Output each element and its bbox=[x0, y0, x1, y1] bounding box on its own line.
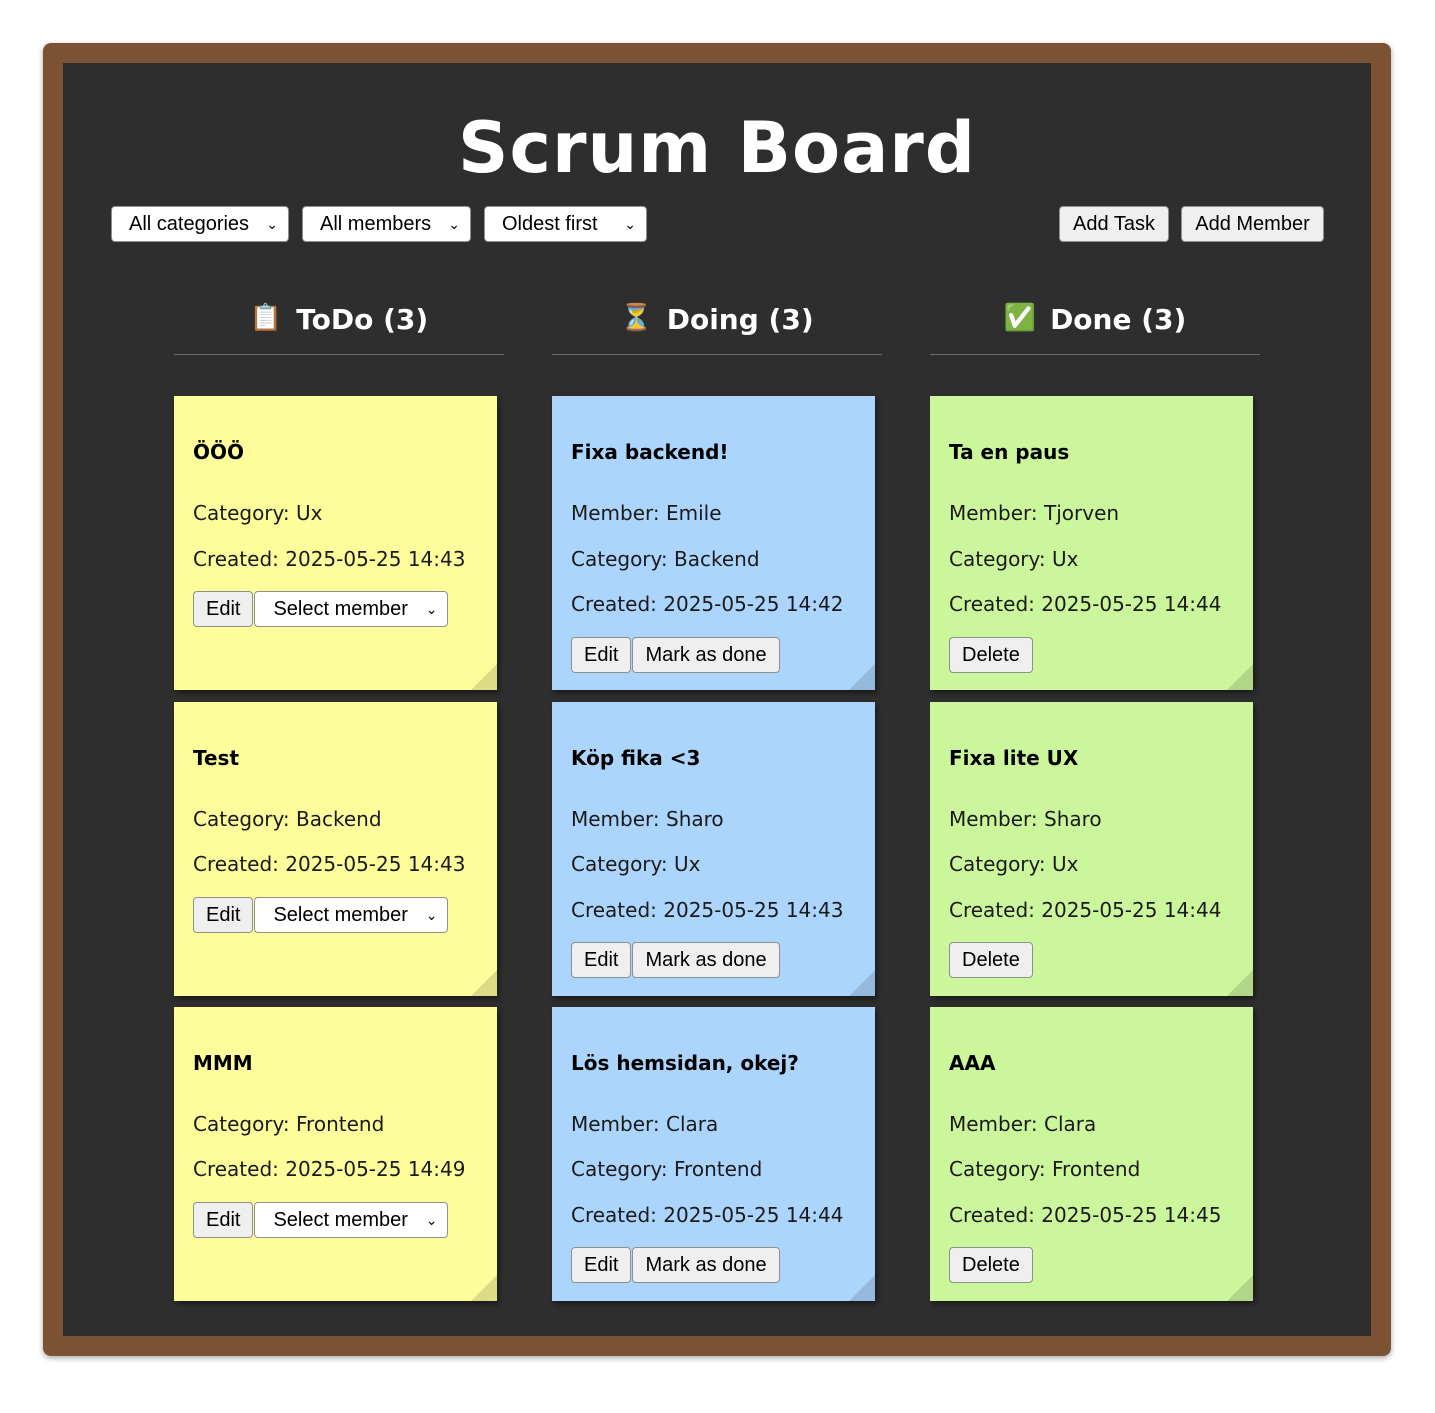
task-card-todo: Test Category: Backend Created: 2025-05-… bbox=[174, 702, 497, 996]
mark-as-done-button[interactable]: Mark as done bbox=[632, 1247, 780, 1283]
task-card-done: AAA Member: Clara Category: Frontend Cre… bbox=[930, 1007, 1253, 1301]
clipboard-icon: 📋 bbox=[249, 303, 283, 333]
chevron-down-icon: ⌄ bbox=[266, 215, 278, 232]
task-title: AAA bbox=[949, 1051, 996, 1075]
task-member: Member: Emile bbox=[571, 501, 722, 525]
task-title: Fixa backend! bbox=[571, 440, 729, 464]
task-created: Created: 2025-05-25 14:43 bbox=[193, 852, 466, 876]
task-card-done: Ta en paus Member: Tjorven Category: Ux … bbox=[930, 396, 1253, 690]
edit-button[interactable]: Edit bbox=[193, 897, 254, 933]
task-title: MMM bbox=[193, 1051, 253, 1075]
task-category: Category: Frontend bbox=[571, 1157, 763, 1181]
board-frame: Scrum Board All categories ⌄ All members… bbox=[43, 43, 1391, 1356]
member-filter-value: All members bbox=[320, 212, 432, 235]
task-actions: Edit Mark as done bbox=[571, 1247, 781, 1283]
edit-button[interactable]: Edit bbox=[571, 637, 632, 673]
check-mark-icon: ✅ bbox=[1003, 303, 1037, 333]
add-member-button[interactable]: Add Member bbox=[1181, 206, 1324, 242]
task-card-doing: Köp fika <3 Member: Sharo Category: Ux C… bbox=[552, 702, 875, 996]
task-created: Created: 2025-05-25 14:44 bbox=[571, 1203, 844, 1227]
assign-member-select[interactable]: Select member ⌄ bbox=[254, 1202, 449, 1238]
task-member: Member: Sharo bbox=[949, 807, 1102, 831]
column-title-todo: ToDo (3) bbox=[296, 303, 429, 336]
task-category: Category: Ux bbox=[949, 547, 1079, 571]
task-card-doing: Fixa backend! Member: Emile Category: Ba… bbox=[552, 396, 875, 690]
task-member: Member: Sharo bbox=[571, 807, 724, 831]
task-actions: Edit Select member ⌄ bbox=[193, 897, 449, 933]
delete-button[interactable]: Delete bbox=[949, 942, 1033, 978]
task-card-doing: Lös hemsidan, okej? Member: Clara Catego… bbox=[552, 1007, 875, 1301]
edit-button[interactable]: Edit bbox=[193, 591, 254, 627]
sort-select[interactable]: Oldest first ⌄ bbox=[484, 206, 647, 242]
task-actions: Delete bbox=[949, 942, 1034, 978]
chevron-down-icon: ⌄ bbox=[448, 215, 460, 232]
task-created: Created: 2025-05-25 14:44 bbox=[949, 592, 1222, 616]
task-category: Category: Backend bbox=[193, 807, 382, 831]
mark-as-done-button[interactable]: Mark as done bbox=[632, 942, 780, 978]
assign-member-select[interactable]: Select member ⌄ bbox=[254, 897, 449, 933]
column-header-todo: 📋 ToDo (3) bbox=[174, 303, 504, 355]
assign-member-select[interactable]: Select member ⌄ bbox=[254, 591, 449, 627]
delete-button[interactable]: Delete bbox=[949, 637, 1033, 673]
sort-value: Oldest first bbox=[502, 212, 598, 235]
task-actions: Edit Select member ⌄ bbox=[193, 591, 449, 627]
task-title: Ta en paus bbox=[949, 440, 1070, 464]
assign-member-value: Select member bbox=[273, 597, 408, 620]
task-created: Created: 2025-05-25 14:42 bbox=[571, 592, 844, 616]
task-member: Member: Clara bbox=[949, 1112, 1097, 1136]
page-title: Scrum Board bbox=[458, 107, 976, 189]
column-header-doing: ⏳ Doing (3) bbox=[552, 303, 882, 355]
task-created: Created: 2025-05-25 14:43 bbox=[193, 547, 466, 571]
task-member: Member: Tjorven bbox=[949, 501, 1120, 525]
edit-button[interactable]: Edit bbox=[193, 1202, 254, 1238]
chevron-down-icon: ⌄ bbox=[425, 906, 438, 923]
task-member: Member: Clara bbox=[571, 1112, 719, 1136]
column-title-doing: Doing (3) bbox=[666, 303, 814, 336]
task-category: Category: Ux bbox=[571, 852, 701, 876]
task-actions: Edit Mark as done bbox=[571, 942, 781, 978]
task-category: Category: Ux bbox=[949, 852, 1079, 876]
column-header-done: ✅ Done (3) bbox=[930, 303, 1260, 355]
task-created: Created: 2025-05-25 14:43 bbox=[571, 898, 844, 922]
task-created: Created: 2025-05-25 14:49 bbox=[193, 1157, 466, 1181]
hourglass-icon: ⏳ bbox=[620, 303, 653, 333]
task-actions: Delete bbox=[949, 637, 1034, 673]
assign-member-value: Select member bbox=[273, 1208, 408, 1231]
task-category: Category: Ux bbox=[193, 501, 323, 525]
task-created: Created: 2025-05-25 14:45 bbox=[949, 1203, 1222, 1227]
task-card-todo: ÖÖÖ Category: Ux Created: 2025-05-25 14:… bbox=[174, 396, 497, 690]
task-title: Köp fika <3 bbox=[571, 746, 701, 770]
chevron-down-icon: ⌄ bbox=[425, 600, 438, 617]
category-filter-select[interactable]: All categories ⌄ bbox=[111, 206, 289, 242]
task-card-done: Fixa lite UX Member: Sharo Category: Ux … bbox=[930, 702, 1253, 996]
task-title: Test bbox=[193, 746, 240, 770]
category-filter-value: All categories bbox=[129, 212, 250, 235]
member-filter-select[interactable]: All members ⌄ bbox=[302, 206, 471, 242]
task-actions: Edit Mark as done bbox=[571, 637, 781, 673]
chevron-down-icon: ⌄ bbox=[624, 215, 636, 232]
task-category: Category: Backend bbox=[571, 547, 760, 571]
task-card-todo: MMM Category: Frontend Created: 2025-05-… bbox=[174, 1007, 497, 1301]
delete-button[interactable]: Delete bbox=[949, 1247, 1033, 1283]
task-title: ÖÖÖ bbox=[193, 440, 245, 464]
task-actions: Delete bbox=[949, 1247, 1034, 1283]
mark-as-done-button[interactable]: Mark as done bbox=[632, 637, 780, 673]
task-actions: Edit Select member ⌄ bbox=[193, 1202, 449, 1238]
task-title: Fixa lite UX bbox=[949, 746, 1079, 770]
assign-member-value: Select member bbox=[273, 903, 408, 926]
task-created: Created: 2025-05-25 14:44 bbox=[949, 898, 1222, 922]
add-task-button[interactable]: Add Task bbox=[1059, 206, 1169, 242]
task-category: Category: Frontend bbox=[949, 1157, 1141, 1181]
column-title-done: Done (3) bbox=[1050, 303, 1187, 336]
board: Scrum Board All categories ⌄ All members… bbox=[63, 63, 1371, 1336]
chevron-down-icon: ⌄ bbox=[425, 1211, 438, 1228]
task-category: Category: Frontend bbox=[193, 1112, 385, 1136]
task-title: Lös hemsidan, okej? bbox=[571, 1051, 799, 1075]
edit-button[interactable]: Edit bbox=[571, 1247, 632, 1283]
edit-button[interactable]: Edit bbox=[571, 942, 632, 978]
